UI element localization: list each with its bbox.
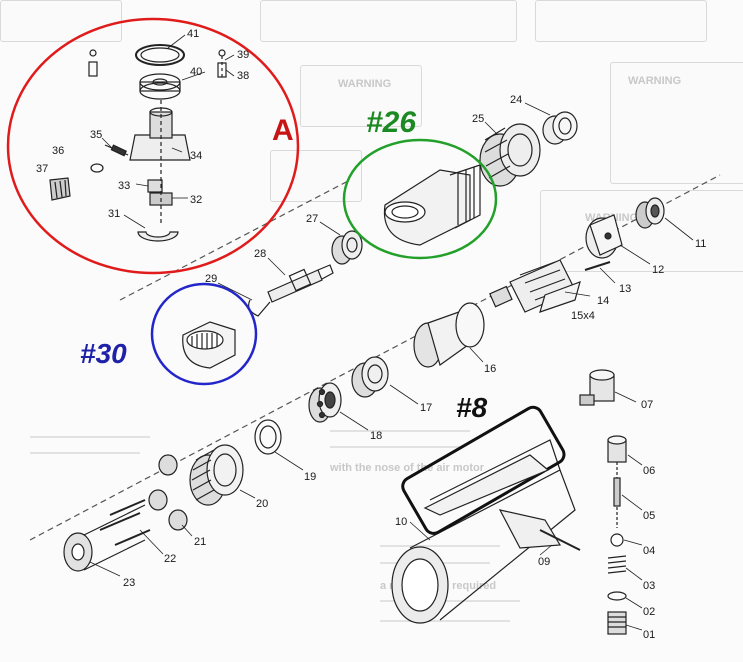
part-12-end-plate	[585, 214, 623, 259]
part-number-15x4: 15x4	[571, 310, 595, 322]
part-number-21: 21	[194, 536, 207, 548]
part-26-yoke	[383, 164, 481, 246]
part-20-ring-gear	[189, 444, 244, 506]
callout-30-label: #30	[80, 338, 127, 369]
part-number-37: 37	[36, 163, 49, 175]
part-10-housing	[391, 439, 576, 624]
part-number-32: 32	[190, 194, 203, 206]
part-number-06: 06	[643, 465, 656, 477]
part-18-bearing	[308, 382, 342, 423]
group-a-assembly	[49, 44, 227, 242]
part-number-41: 41	[187, 28, 200, 40]
bg-text-line	[30, 452, 140, 454]
part-26-highlight-circle	[342, 138, 498, 260]
part-number-17: 17	[420, 402, 433, 414]
part-number-14: 14	[597, 295, 610, 307]
part-number-35: 35	[90, 129, 103, 141]
part-number-18: 18	[370, 430, 383, 442]
part-number-10: 10	[395, 516, 408, 528]
bg-text-line	[380, 620, 510, 622]
bg-text-line	[330, 446, 460, 448]
bg-text-line	[380, 545, 500, 547]
bg-panel-right-1	[610, 62, 743, 184]
part-30-needle-bearing	[182, 321, 236, 369]
bg-instruction-text-1: with the nose of the air motor	[330, 462, 485, 474]
bg-panel-top-left	[0, 0, 122, 42]
part-number-40: 40	[190, 66, 203, 78]
part-14-rotor	[489, 259, 581, 313]
part-number-11: 11	[695, 238, 707, 250]
part-24-ring	[542, 111, 578, 145]
part-number-29: 29	[205, 273, 218, 285]
part-28-shaft	[248, 264, 334, 317]
part-8-highlight-box	[401, 405, 566, 535]
part-23-carrier	[63, 504, 146, 572]
part-number-05: 05	[643, 510, 656, 522]
part-number-09: 09	[538, 556, 551, 568]
part-27-bearing	[331, 230, 363, 265]
part-number-19: 19	[304, 471, 317, 483]
bg-panel-top-right	[535, 0, 707, 42]
bg-panel-top-mid	[260, 0, 517, 42]
part-number-39: 39	[237, 49, 250, 61]
callout-8-label: #8	[456, 392, 488, 423]
bg-warning-text-2: WARNING	[338, 78, 392, 90]
part-8-trigger	[423, 454, 550, 516]
part-number-33: 33	[118, 180, 131, 192]
part-09-stem	[539, 529, 581, 551]
part-number-28: 28	[254, 248, 267, 260]
bg-text-line	[330, 430, 470, 432]
bg-panel-mid-1	[300, 65, 422, 127]
part-number-16: 16	[484, 363, 497, 375]
part-number-24: 24	[510, 94, 523, 106]
part-17-ring	[351, 356, 389, 398]
part-number-36: 36	[52, 145, 65, 157]
part-25-nut	[479, 123, 541, 187]
part-number-03: 03	[643, 580, 656, 592]
bg-panel-mid-2	[270, 150, 362, 202]
part-number-27: 27	[306, 213, 319, 225]
callout-a-label: A	[272, 114, 294, 147]
part-number-31: 31	[108, 208, 121, 220]
part-21-planet-gears	[148, 454, 188, 531]
part-19-washer	[254, 419, 282, 455]
part-13-pin	[584, 261, 611, 271]
part-number-25: 25	[472, 113, 485, 125]
part-number-01: 01	[643, 629, 656, 641]
callout-26-label: #26	[366, 106, 417, 139]
part-number-02: 02	[643, 606, 656, 618]
leader-lines	[89, 34, 694, 631]
part-number-13: 13	[619, 283, 632, 295]
part-number-12: 12	[652, 264, 665, 276]
part-number-07: 07	[641, 399, 654, 411]
part-number-22: 22	[164, 553, 177, 565]
part-11-bearing	[635, 197, 665, 229]
part-07-inlet	[579, 369, 615, 406]
part-number-04: 04	[643, 545, 656, 557]
part-22-pins	[99, 499, 151, 546]
part-number-34: 34	[190, 150, 203, 162]
part-16-cylinder	[413, 302, 485, 368]
part-number-23: 23	[123, 577, 136, 589]
part-30-highlight-circle	[150, 282, 258, 386]
bg-text-line	[30, 436, 150, 438]
bg-warning-text-1: WARNING	[628, 75, 682, 87]
bg-text-line	[380, 600, 520, 602]
group-a-circle	[6, 17, 300, 275]
part-number-38: 38	[237, 70, 250, 82]
part-number-20: 20	[256, 498, 269, 510]
valve-stack	[607, 435, 627, 635]
